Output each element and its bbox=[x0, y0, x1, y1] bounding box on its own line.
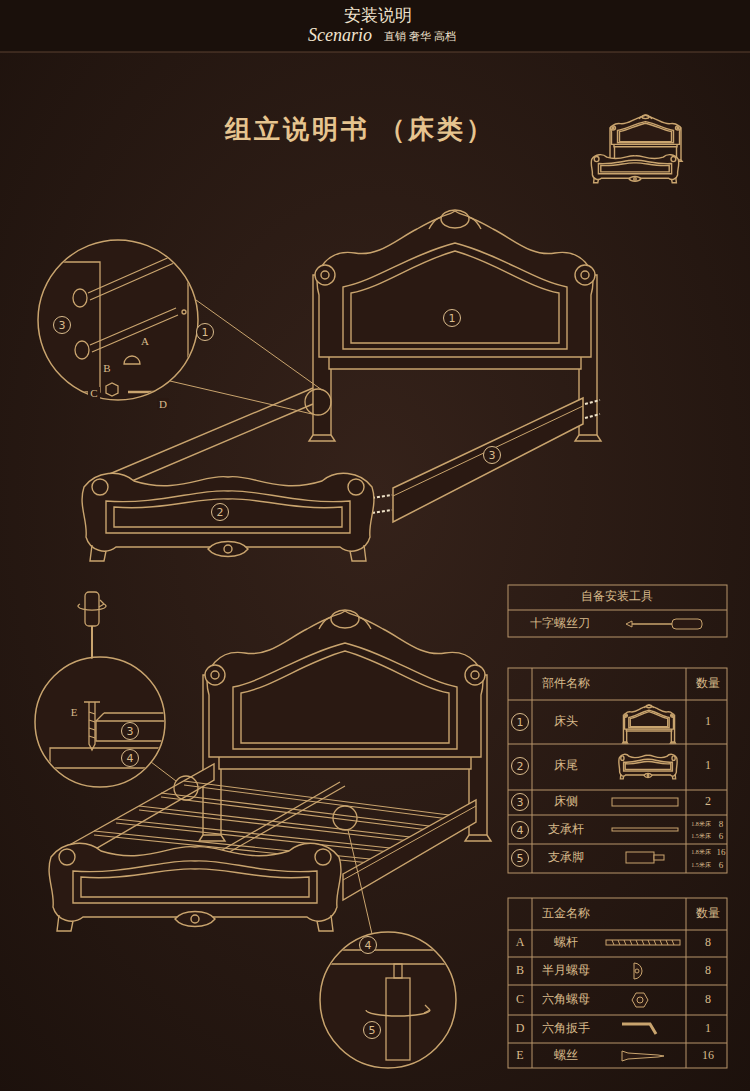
callout-number: 1 bbox=[449, 313, 456, 324]
callout-circle: 4 bbox=[121, 749, 139, 767]
callout-number: 3 bbox=[127, 726, 134, 737]
callout-number: 3 bbox=[489, 450, 496, 461]
table-cell: 十字螺丝刀 bbox=[530, 617, 590, 631]
table-cell: 1 bbox=[705, 715, 711, 729]
table-cell: 16 bbox=[717, 847, 726, 857]
table-header: 数量 bbox=[696, 907, 720, 921]
callout-circle: 4 bbox=[511, 821, 529, 839]
table-note: 1.8米床 bbox=[691, 821, 711, 828]
table-note: 1.8米床 bbox=[691, 849, 711, 856]
table-cell: 16 bbox=[702, 1049, 714, 1063]
callout-number: 1 bbox=[202, 327, 209, 338]
table-cell: 6 bbox=[719, 831, 724, 841]
part-letter: E bbox=[69, 706, 80, 719]
callout-number: 3 bbox=[517, 797, 524, 808]
table-cell: 8 bbox=[705, 936, 711, 950]
callout-circle: 3 bbox=[511, 793, 529, 811]
table-cell: 螺杆 bbox=[554, 936, 578, 950]
table-cell: 床尾 bbox=[554, 759, 578, 773]
table-cell: 床侧 bbox=[554, 795, 578, 809]
title-text: 组立说明书 （床类） bbox=[225, 115, 496, 145]
table-header: 自备安装工具 bbox=[581, 590, 653, 604]
table-cell: C bbox=[516, 993, 524, 1007]
callout-circle: 2 bbox=[511, 757, 529, 775]
table-note: 1.5米床 bbox=[691, 862, 711, 869]
table-cell: A bbox=[516, 936, 525, 950]
table-cell: 1 bbox=[705, 759, 711, 773]
callout-number: 2 bbox=[217, 507, 224, 518]
table-cell: 床头 bbox=[554, 715, 578, 729]
part-letter: B bbox=[101, 362, 112, 375]
callout-circle: 3 bbox=[483, 446, 501, 464]
table-cell: 六角扳手 bbox=[542, 1022, 590, 1036]
callout-number: 4 bbox=[517, 825, 524, 836]
brand-name: Scenario bbox=[308, 25, 372, 46]
callout-circle: 3 bbox=[121, 722, 139, 740]
table-cell: 半月螺母 bbox=[542, 964, 590, 978]
callout-number: 4 bbox=[365, 940, 372, 951]
part-letter: D bbox=[157, 398, 169, 411]
callout-number: 3 bbox=[59, 320, 66, 331]
table-cell: E bbox=[516, 1049, 523, 1063]
callout-number: 1 bbox=[517, 717, 524, 728]
table-cell: 2 bbox=[705, 795, 711, 809]
callout-circle: 1 bbox=[443, 309, 461, 327]
callout-circle: 2 bbox=[211, 503, 229, 521]
table-cell: 8 bbox=[705, 993, 711, 1007]
callout-number: 4 bbox=[127, 753, 134, 764]
table-cell: 支承脚 bbox=[548, 851, 584, 865]
callout-number: 5 bbox=[517, 853, 524, 864]
table-cell: 8 bbox=[719, 819, 724, 829]
callout-circle: 5 bbox=[511, 849, 529, 867]
table-header: 数量 bbox=[696, 677, 720, 691]
table-header: 部件名称 bbox=[542, 677, 590, 691]
table-cell: 1 bbox=[705, 1022, 711, 1036]
table-header: 五金名称 bbox=[542, 907, 590, 921]
callout-circle: 5 bbox=[363, 1021, 381, 1039]
header-title: 安装说明 bbox=[344, 6, 412, 26]
table-cell: 8 bbox=[705, 964, 711, 978]
table-note: 1.5米床 bbox=[691, 833, 711, 840]
part-letter: A bbox=[139, 335, 151, 348]
table-cell: 螺丝 bbox=[554, 1049, 578, 1063]
callout-circle: 3 bbox=[53, 316, 71, 334]
callout-circle: 1 bbox=[511, 713, 529, 731]
callout-circle: 4 bbox=[359, 936, 377, 954]
table-cell: D bbox=[516, 1022, 525, 1036]
table-cell: 6 bbox=[719, 860, 724, 870]
part-letter: C bbox=[88, 387, 99, 400]
table-cell: 支承杆 bbox=[548, 823, 584, 837]
table-cell: B bbox=[516, 964, 524, 978]
callout-number: 5 bbox=[369, 1025, 376, 1036]
brand-slogan: 直销 奢华 高档 bbox=[384, 30, 456, 43]
callout-number: 2 bbox=[517, 761, 524, 772]
callout-circle: 1 bbox=[196, 323, 214, 341]
table-cell: 六角螺母 bbox=[542, 993, 590, 1007]
